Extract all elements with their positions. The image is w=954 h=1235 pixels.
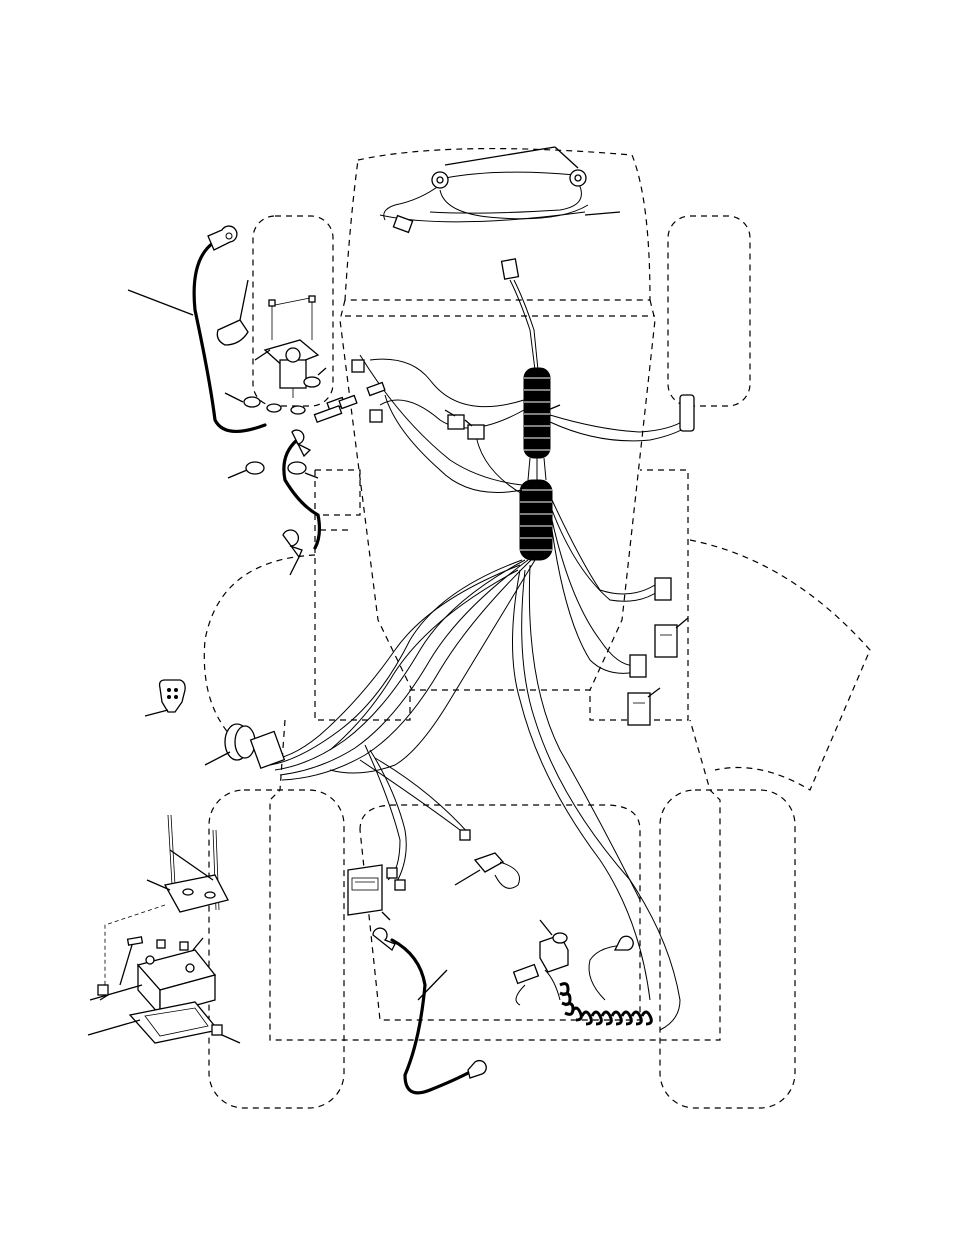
connector-icon [460, 830, 470, 840]
switch-icon [628, 693, 650, 725]
connector-icon [393, 216, 412, 233]
key-icon [160, 680, 186, 712]
key [145, 680, 185, 716]
wire-loom-upper [524, 368, 550, 458]
connector-icon [448, 415, 464, 429]
connector-icon [655, 578, 671, 600]
ground-cable [373, 928, 486, 1093]
wire-loom-lower [520, 480, 552, 560]
headlight-harness [380, 147, 620, 232]
fuse-icon [475, 853, 503, 872]
main-wire-harness [265, 259, 694, 1030]
connector-icon [370, 410, 382, 422]
terminal-boot-icon [217, 320, 248, 345]
tractor-outline [204, 149, 870, 1108]
tray-icon [130, 1002, 218, 1043]
connector-icon [468, 425, 484, 439]
coil-icon [560, 984, 651, 1024]
connector-icon [502, 259, 519, 279]
connector-icon [630, 655, 646, 677]
connector-icon [680, 395, 694, 431]
interlock-switch-1 [655, 618, 688, 657]
solenoid [128, 226, 357, 575]
nut-icon [244, 377, 320, 474]
switch-icon [655, 625, 677, 657]
connector-icon [352, 360, 364, 372]
ignition-switch [205, 724, 284, 768]
pto-switch [514, 920, 568, 1005]
connector-icon [387, 868, 397, 878]
fuse [455, 853, 520, 888]
hourmeter [348, 865, 390, 920]
